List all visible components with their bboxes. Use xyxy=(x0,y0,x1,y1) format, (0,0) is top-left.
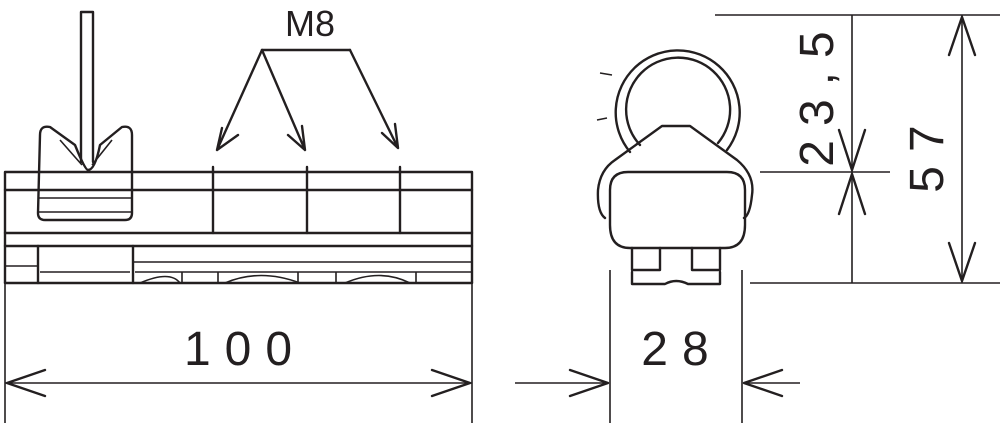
thread-holes xyxy=(211,165,402,235)
slider-clip xyxy=(36,125,134,222)
width-dimension: 28 xyxy=(515,270,800,423)
thread-label: M8 xyxy=(285,3,335,44)
width-dimension-label: 28 xyxy=(641,323,722,376)
height-dimensions: 23,5 57 xyxy=(715,14,1000,284)
total-height-dimension-label: 57 xyxy=(901,111,954,192)
m8-callout: M8 xyxy=(215,3,400,152)
hook-rod xyxy=(79,10,95,164)
length-dimension: 100 xyxy=(4,283,473,423)
end-view-profile xyxy=(596,49,754,286)
upper-height-dimension-label: 23,5 xyxy=(791,17,844,166)
side-view-rail xyxy=(3,170,474,285)
length-dimension-label: 100 xyxy=(184,323,306,376)
